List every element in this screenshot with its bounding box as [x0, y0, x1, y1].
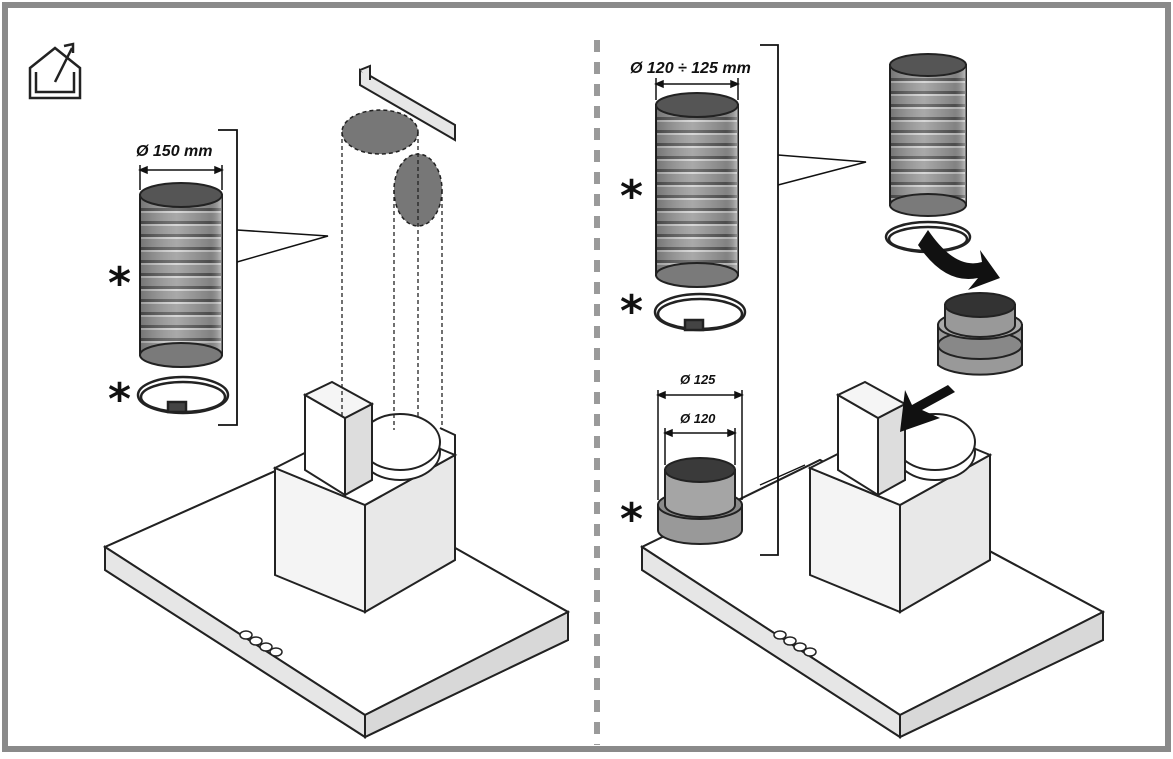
flexible-duct-120-125: [655, 92, 739, 288]
optional-marker: *: [108, 258, 132, 309]
hood-control-buttons: [239, 630, 283, 657]
motor-housing-right: [807, 418, 993, 614]
reducer-adapter: [657, 457, 743, 545]
hose-clamp-right: [653, 292, 747, 332]
adapter-inner-diameter-label: Ø 120: [680, 411, 716, 426]
duct-projection: [341, 109, 443, 430]
motor-fan: [359, 413, 441, 481]
assembly-arrow-2: [900, 385, 955, 432]
flexible-duct-right-installed: [889, 53, 967, 217]
assembly-arrow-1: [918, 230, 1000, 290]
duct-diameter-label-right: Ø 120 ÷ 125 mm: [630, 60, 751, 77]
optional-marker: *: [620, 494, 644, 545]
hood-control-buttons-right: [773, 630, 817, 657]
electrical-box-right: [835, 380, 908, 497]
flexible-duct-150: [139, 182, 223, 368]
leader-line-adapter: [759, 464, 806, 486]
house-ventilation-icon: [28, 42, 82, 100]
duct-diameter-label-left: Ø 150 mm: [136, 143, 213, 160]
optional-marker: *: [620, 286, 644, 337]
optional-marker: *: [620, 171, 644, 222]
optional-marker: *: [108, 374, 132, 425]
diameter-dimension-right: [654, 78, 744, 500]
group-bracket: [218, 129, 238, 426]
group-bracket-right: [760, 44, 779, 556]
adapter-outer-diameter-label: Ø 125: [680, 372, 716, 387]
electrical-box: [302, 380, 375, 497]
leader-line: [236, 229, 329, 263]
diameter-dimension: [138, 165, 224, 190]
leader-line-right: [777, 154, 867, 186]
right-panel: [639, 44, 1106, 739]
left-panel: [102, 64, 571, 739]
wall-bracket: [359, 64, 456, 142]
adapter-ring-installed: [937, 292, 1023, 376]
hose-clamp: [136, 375, 230, 415]
